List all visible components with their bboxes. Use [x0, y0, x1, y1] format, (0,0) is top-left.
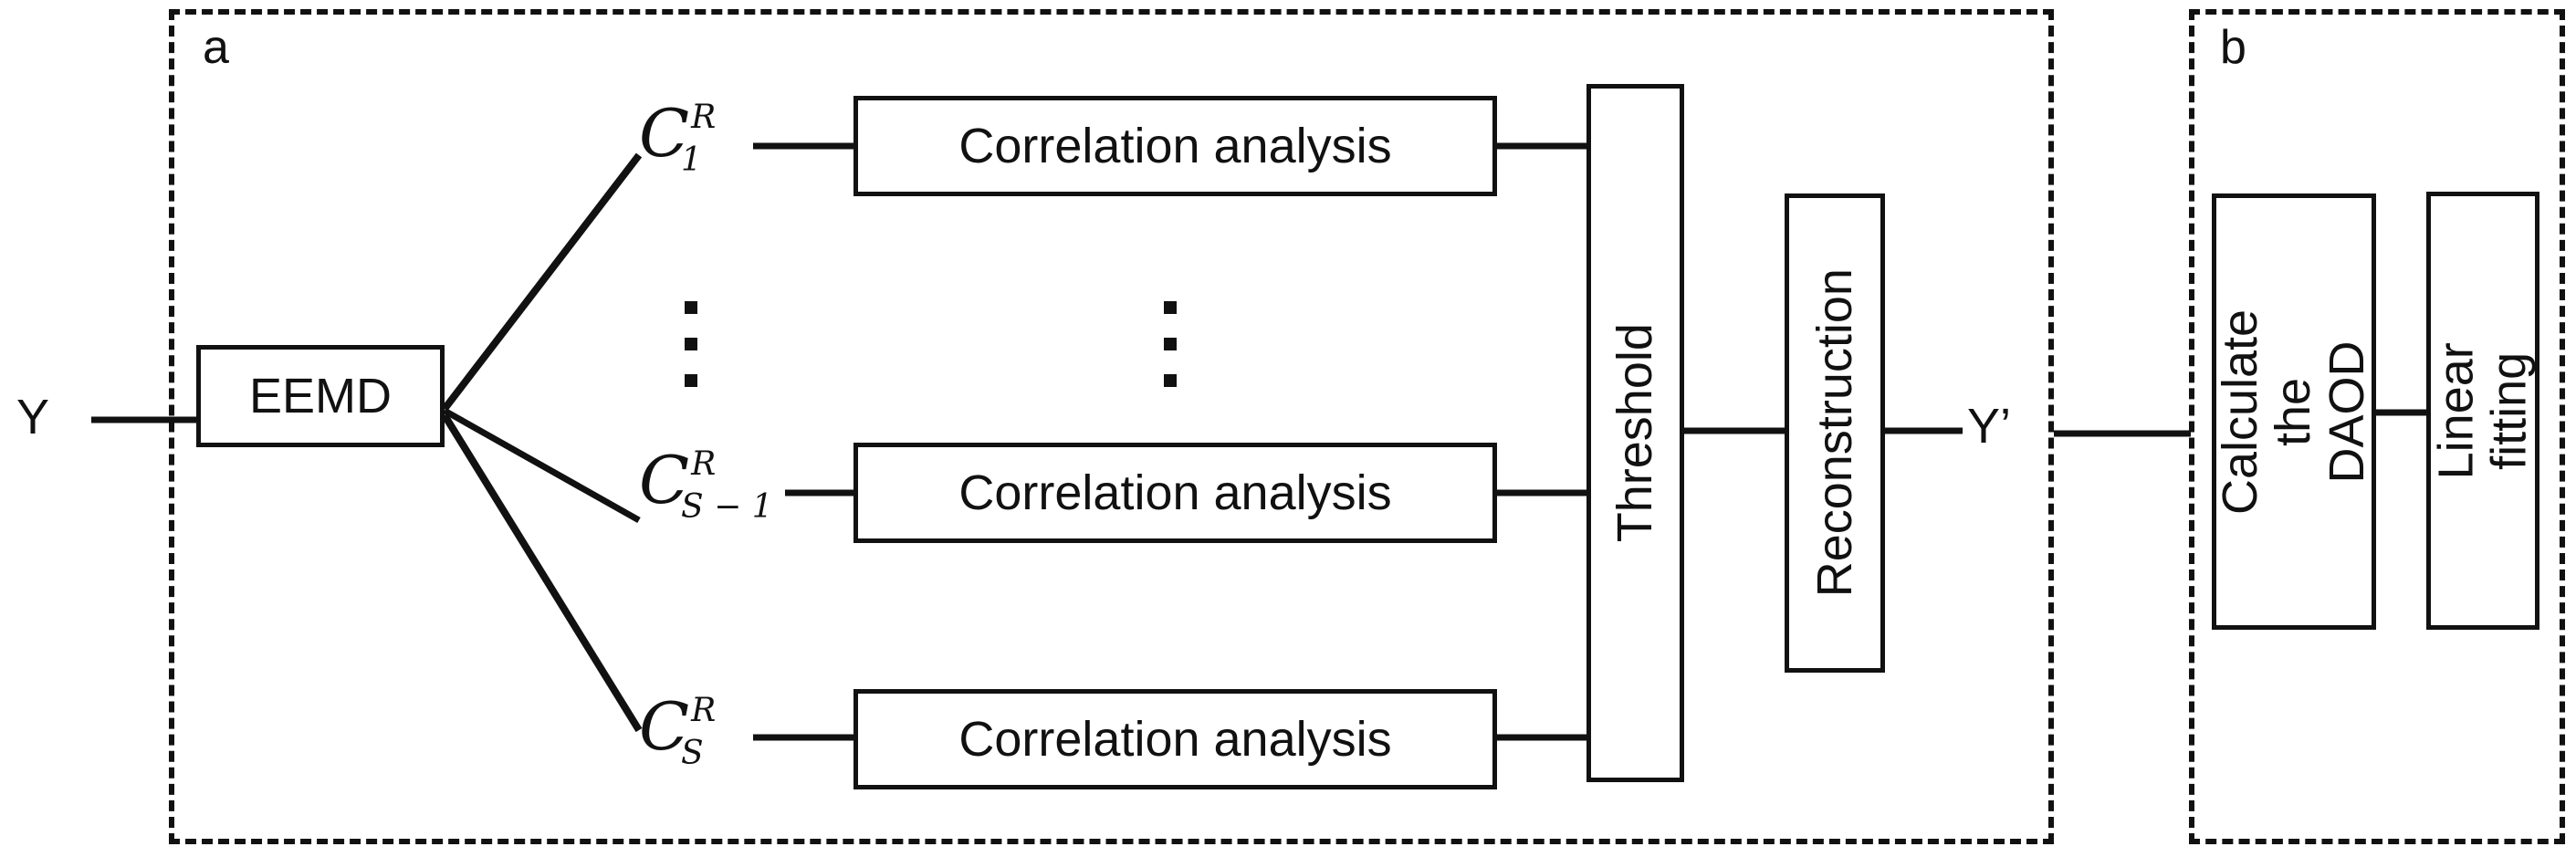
imf-label-s-minus-1-sup: R — [691, 445, 717, 483]
imf-label-1-sub: 1 — [681, 141, 702, 179]
correlation-analysis-box-2-label: Correlation analysis — [958, 465, 1392, 520]
imf-label-s-minus-1-base: C — [639, 442, 690, 518]
imf-label-1-base: C — [639, 95, 690, 172]
panel-b-letter: b — [2220, 21, 2246, 74]
imf-label-s-minus-1: CR S − 1 — [639, 445, 773, 524]
correlation-analysis-box-3-label: Correlation analysis — [958, 711, 1392, 767]
vertical-ellipsis-left — [685, 301, 697, 387]
eemd-box[interactable]: EEMD — [196, 345, 445, 447]
vertical-ellipsis-right — [1164, 301, 1177, 387]
input-signal-label: Y — [16, 390, 50, 444]
imf-label-1-sup: R — [691, 99, 717, 136]
threshold-box-label: Threshold — [1607, 323, 1663, 543]
panel-b — [2189, 9, 2565, 844]
correlation-analysis-box-2[interactable]: Correlation analysis — [853, 443, 1497, 543]
calculate-daod-box[interactable]: Calculate the DAOD — [2212, 193, 2376, 630]
linear-fitting-box[interactable]: Linear fitting — [2426, 192, 2539, 630]
panel-a-letter: a — [203, 21, 229, 74]
panel-a — [169, 9, 2054, 844]
reconstruction-box[interactable]: Reconstruction — [1785, 193, 1885, 673]
threshold-box[interactable]: Threshold — [1586, 84, 1684, 782]
reconstruction-box-label: Reconstruction — [1806, 268, 1862, 598]
calculate-daod-box-label: Calculate the DAOD — [2213, 308, 2375, 515]
eemd-box-label: EEMD — [248, 368, 392, 423]
linear-fitting-box-label: Linear fitting — [2428, 341, 2538, 480]
imf-label-s-minus-1-sub: S − 1 — [681, 488, 773, 526]
imf-label-s-sub: S — [681, 735, 704, 772]
denoised-signal-label: Y’ — [1967, 399, 2012, 454]
imf-label-s-sup: R — [691, 692, 717, 729]
imf-label-s-base: C — [639, 688, 690, 765]
correlation-analysis-box-1[interactable]: Correlation analysis — [853, 96, 1497, 196]
correlation-analysis-box-1-label: Correlation analysis — [958, 118, 1392, 173]
correlation-analysis-box-3[interactable]: Correlation analysis — [853, 689, 1497, 789]
